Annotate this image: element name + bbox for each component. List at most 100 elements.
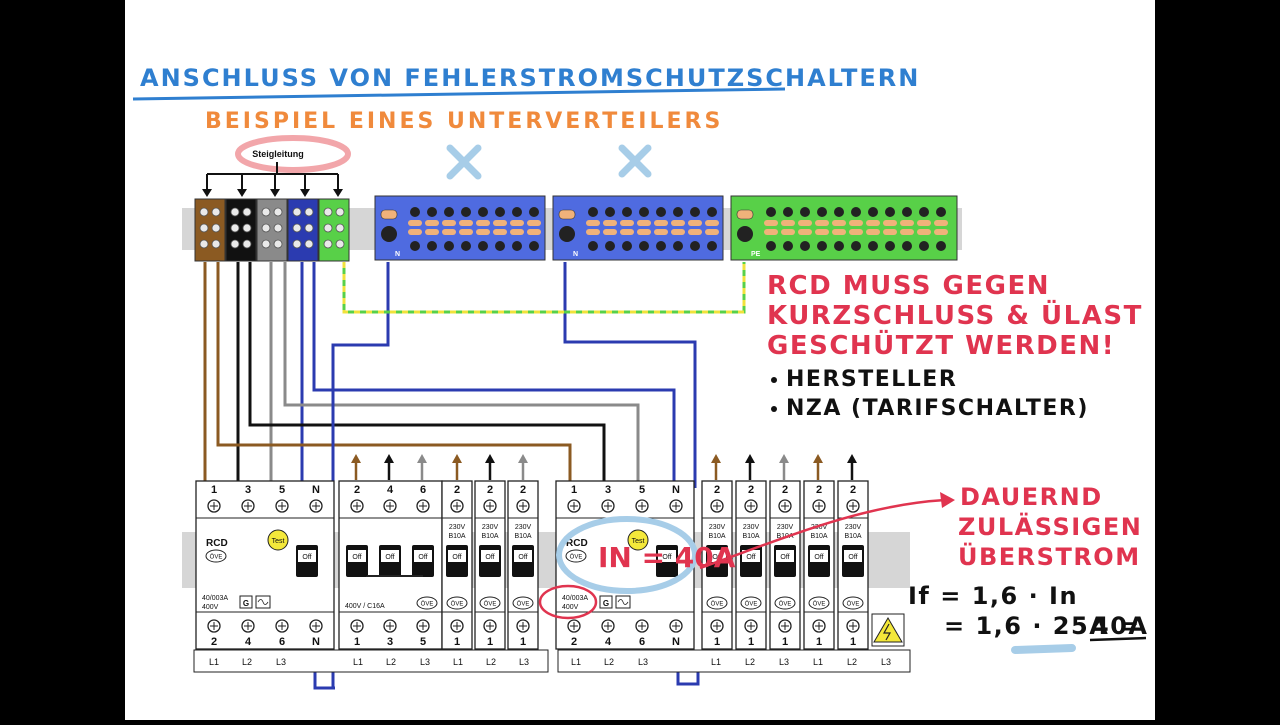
toggle-label: Off [746,554,755,561]
riser-arrowhead [237,189,247,197]
busbar-slot [654,229,668,235]
busbar-slot [934,220,948,226]
busbar-slot [654,220,668,226]
wiring [203,262,746,690]
toggle-label: Off [518,554,527,561]
busbar-screw [512,241,522,251]
formula: If = 1,6 · In = 1,6 · 25A = 40A [908,582,1147,654]
busbar-label: N [573,251,578,258]
busbar-slot [781,220,795,226]
busbar-slot [603,220,617,226]
output-arrowhead [384,454,394,463]
busbar-screw [902,241,912,251]
mcb-rating: B10A [448,533,465,540]
neutral-busbar: N [552,195,724,261]
waveform-icon [617,599,629,605]
toggle-label-bg [658,550,676,562]
ove-mark [416,596,438,610]
toggle-label-bg [448,550,466,562]
strip-label: L3 [638,657,648,667]
wire-neutral-loop [313,670,335,690]
ove-text: ÖVE [711,601,724,608]
mcb-rating: B10A [514,533,531,540]
busbar-screw [817,207,827,217]
terminal-hole [292,223,302,233]
result-underline [1089,636,1147,642]
rcd-rating: 400V [202,604,219,611]
rcd-note-line2: KURZSCHLUSS & ÜLAST [767,298,1143,331]
neutral-busbar: N [374,195,546,261]
page-subtitle: BEISPIEL EINES UNTERVERTEILERS [205,109,723,134]
busbar-screw [605,241,615,251]
terminal-number: 3 [605,484,611,496]
rcd-label: RCD [206,538,228,549]
bullet-dot [771,406,777,412]
busbar-screw [444,207,454,217]
ove-text: ÖVE [451,601,464,608]
busbar-slot [832,229,846,235]
busbar-slot [705,229,719,235]
bullet-dot [771,377,777,383]
terminal-hole [304,223,314,233]
wire-n [312,262,676,482]
busbar-screw [529,241,539,251]
busbar-slot [425,220,439,226]
terminal-number: 2 [748,484,754,496]
terminal-number: 1 [714,636,720,648]
busbar-slot [408,220,422,226]
terminal-number: 4 [387,484,394,496]
toggle-label-bg [348,550,366,562]
strip-label: L2 [486,657,496,667]
toggle-label-bg [810,550,828,562]
terminal-number: N [312,484,320,496]
riser-label: Steigleitung [252,149,304,159]
busbar-slot [688,220,702,226]
terminal-number: 1 [211,484,217,496]
rcd-note-line3: GESCHÜTZT WERDEN! [767,328,1115,361]
toggle-label-bg [776,550,794,562]
toggle-label-bg [298,550,316,562]
mcb-rating: 230V [449,524,466,531]
terminal-hole [335,223,345,233]
strip-label: L3 [881,657,891,667]
ove-mark [446,596,468,610]
strip-label: L2 [604,657,614,667]
busbar-screw [639,241,649,251]
ove-mark [512,596,534,610]
toggle-label-bg [414,550,432,562]
terminal-block [225,198,257,262]
terminal-hole [211,207,221,217]
bullet-list: HERSTELLER NZA (TARIFSCHALTER) [771,367,1087,421]
g-mark-text: G [603,599,609,608]
riser-highlight [235,135,351,173]
terminal-number: N [312,636,320,648]
cross-mark [618,144,652,178]
terminal-number: 4 [605,636,612,648]
ove-mark [774,596,796,610]
terminal-number: 5 [279,484,285,496]
ove-mark [740,596,762,610]
terminal-block [256,198,288,262]
terminal-number: 2 [487,484,493,496]
terminal-number: 5 [420,636,426,648]
busbar-screw [478,241,488,251]
terminal-number: 2 [520,484,526,496]
mcb-group-rating: 400V / C16A [345,603,385,610]
waveform-icon [257,599,269,605]
busbar-slot [705,220,719,226]
mcb-rating: 230V [709,524,726,531]
terminal-number: 6 [639,636,645,648]
busbar-slot [510,220,524,226]
busbar-screw [783,241,793,251]
busbar-screw [427,207,437,217]
strip-label: L2 [745,657,755,667]
busbar-slot [603,229,617,235]
busbar-slot [781,229,795,235]
strip-label: L3 [779,657,789,667]
terminal-number: 2 [816,484,822,496]
toggle-label: Off [780,554,789,561]
strip-label: L1 [711,657,721,667]
page-title: ANSCHLUSS VON FEHLERSTROMSCHUTZSCHALTERN [140,64,920,92]
toggle-label-bg [514,550,532,562]
